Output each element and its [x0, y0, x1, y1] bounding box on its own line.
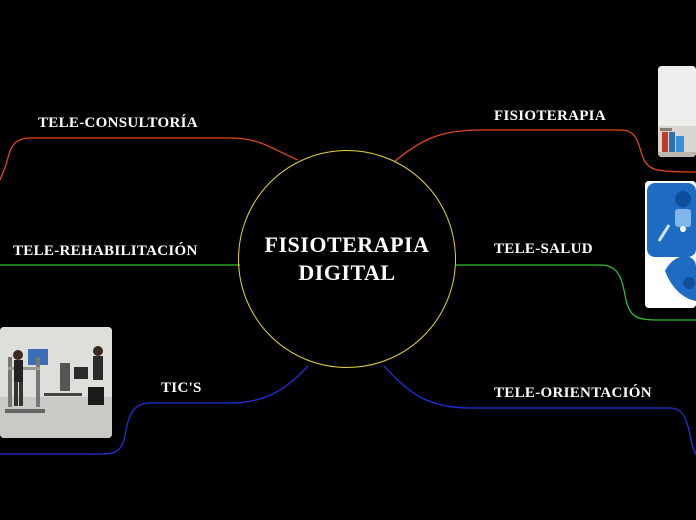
connector-tele-consultoria — [0, 137, 299, 181]
physiotherapy-room-image — [658, 66, 696, 157]
topic-tele-consultoria[interactable]: TELE-CONSULTORÍA — [38, 115, 198, 131]
topic-tics[interactable]: TIC'S — [161, 380, 202, 396]
physiotherapy-room-illustration — [658, 66, 696, 157]
central-topic-line1: FISIOTERAPIA — [264, 232, 430, 257]
rehab-lab-illustration — [0, 327, 112, 438]
telehealth-illustration — [645, 181, 696, 308]
connector-tics — [0, 365, 309, 455]
topic-fisioterapia[interactable]: FISIOTERAPIA — [494, 108, 606, 124]
central-topic[interactable]: FISIOTERAPIA DIGITAL — [238, 150, 456, 368]
topic-tele-rehabilitacion[interactable]: TELE-REHABILITACIÓN — [13, 243, 198, 259]
topic-tele-salud[interactable]: TELE-SALUD — [494, 241, 593, 257]
rehab-lab-image — [0, 327, 112, 438]
telehealth-image — [645, 181, 696, 308]
topic-tele-orientacion[interactable]: TELE-ORIENTACIÓN — [494, 385, 652, 401]
connector-tele-orientacion — [383, 365, 696, 456]
connector-fisioterapia — [393, 129, 696, 173]
connector-tele-salud — [456, 264, 696, 321]
central-topic-line2: DIGITAL — [298, 260, 396, 285]
